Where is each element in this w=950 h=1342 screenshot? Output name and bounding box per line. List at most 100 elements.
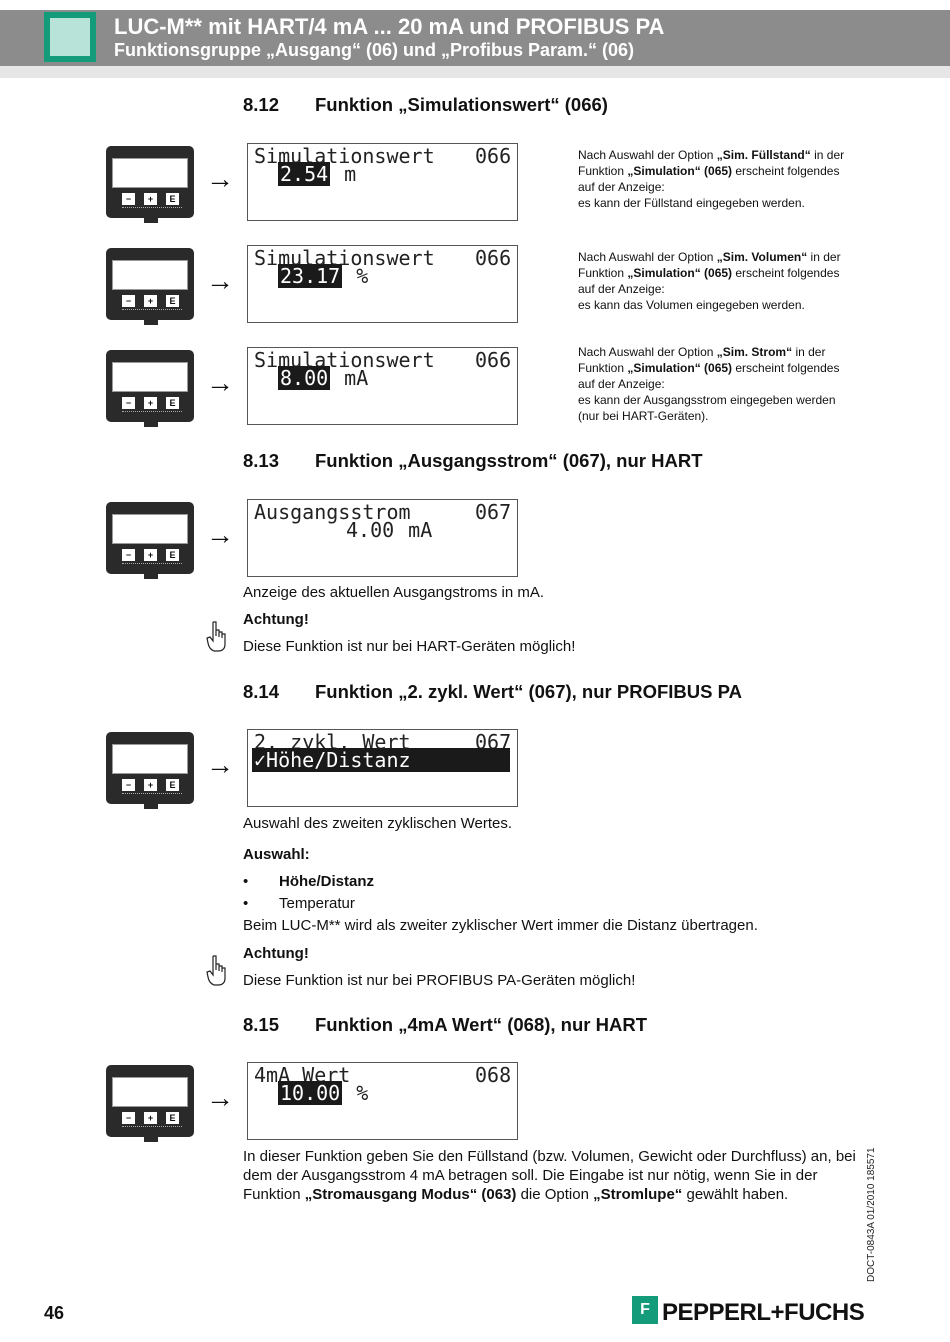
device-screen: [112, 158, 188, 188]
s814-intro: Auswahl des zweiten zyklischen Wertes.: [243, 815, 513, 832]
paragraph-text: die Option: [516, 1186, 594, 1203]
lcd-unit: mA: [408, 518, 433, 542]
plus-key: +: [144, 779, 157, 791]
section-title-8-14: 8.14 Funktion „2. zykl. Wert“ (067), nur …: [243, 681, 742, 703]
lcd-unit: %: [356, 1081, 369, 1105]
pointing-hand-icon: [206, 955, 226, 986]
section-number: 8.15: [243, 1014, 280, 1035]
desc-option: „Sim. Volumen“: [716, 250, 808, 264]
desc-text: es kann der Füllstand eingegeben werden.: [578, 196, 805, 210]
section-heading: Funktion „4mA Wert“ (068), nur HART: [315, 1014, 647, 1035]
lcd-value: 2.54: [278, 162, 331, 186]
plus-key: +: [144, 549, 157, 561]
plus-key: +: [144, 193, 157, 205]
lcd-unit: mA: [344, 366, 369, 390]
minus-key: −: [122, 193, 135, 205]
minus-key: −: [122, 779, 135, 791]
enter-key: E: [166, 779, 179, 791]
minus-key: −: [122, 397, 135, 409]
desc-text: in der Funktion: [578, 250, 841, 280]
paragraph-text: gewählt haben.: [682, 1186, 789, 1203]
plus-key: +: [144, 295, 157, 307]
arrow-right-icon: →: [206, 1082, 234, 1113]
desc-option: „Sim. Strom“: [716, 345, 793, 359]
header-band: [0, 10, 950, 66]
lcd-label: Ausgangsstrom: [254, 500, 411, 524]
enter-key: E: [166, 193, 179, 205]
caution-label: Achtung!: [243, 945, 309, 962]
key-legend: [122, 309, 182, 313]
paragraph-option: „Stromlupe“: [593, 1186, 683, 1203]
device-display-icon: − + E: [106, 350, 194, 427]
desc-text: in der Funktion: [578, 345, 826, 375]
arrow-right-icon: →: [206, 749, 234, 780]
section-heading: Funktion „2. zykl. Wert“ (067), nur PROF…: [315, 681, 742, 702]
desc-text: Nach Auswahl der Option: [578, 250, 717, 264]
option-label: Temperatur: [279, 895, 355, 912]
doc-title: LUC-M** mit HART/4 mA ... 20 mA und PROF…: [114, 14, 665, 39]
header-square-inner: [50, 18, 90, 56]
arrow-right-icon: →: [206, 367, 234, 398]
device-screen: [112, 260, 188, 290]
lcd-value: 4.00: [346, 518, 395, 542]
desc-function: „Simulation“ (065): [627, 164, 733, 178]
caution-note: Diese Funktion ist nur bei HART-Geräten …: [243, 638, 576, 655]
section-number: 8.14: [243, 681, 280, 702]
plus-key: +: [144, 397, 157, 409]
enter-key: E: [166, 295, 179, 307]
lcd-unit: %: [356, 264, 369, 288]
lcd-code: 067: [475, 500, 512, 524]
device-foot: [144, 574, 158, 579]
device-foot: [144, 218, 158, 223]
description-sim-volumen: Nach Auswahl der Option „Sim. Volumen“ i…: [578, 249, 858, 313]
brand-name: PEPPERL+FUCHS: [662, 1299, 865, 1326]
enter-key: E: [166, 1112, 179, 1124]
s814-remark: Beim LUC-M** wird als zweiter zyklischer…: [243, 917, 758, 934]
list-item: •Höhe/Distanz: [243, 872, 374, 891]
pointing-hand-icon: [206, 621, 226, 652]
section-number: 8.13: [243, 450, 280, 471]
device-foot: [144, 422, 158, 427]
device-display-icon: − + E: [106, 502, 194, 579]
s813-intro: Anzeige des aktuellen Ausgangstroms in m…: [243, 584, 545, 601]
desc-function: „Simulation“ (065): [627, 361, 733, 375]
key-legend: [122, 793, 182, 797]
device-display-icon: − + E: [106, 732, 194, 809]
list-item: • Temperatur: [243, 894, 355, 913]
key-legend: [122, 1126, 182, 1130]
device-foot: [144, 1137, 158, 1142]
caution-label: Achtung!: [243, 611, 309, 628]
option-label: Höhe/Distanz: [279, 873, 375, 890]
device-display-icon: − + E: [106, 248, 194, 325]
description-sim-strom: Nach Auswahl der Option „Sim. Strom“ in …: [578, 344, 858, 424]
lcd-selection: ✓Höhe/Distanz: [252, 748, 510, 772]
desc-text: erscheint folgendes auf der Anzeige:: [578, 361, 840, 391]
lcd-code: 066: [475, 348, 512, 372]
device-screen: [112, 1077, 188, 1107]
arrow-right-icon: →: [206, 519, 234, 550]
page-number: 46: [44, 1303, 65, 1323]
device-display-icon: − + E: [106, 1065, 194, 1142]
desc-text: Nach Auswahl der Option: [578, 345, 717, 359]
minus-key: −: [122, 549, 135, 561]
header-underline: [0, 66, 950, 78]
desc-text: Nach Auswahl der Option: [578, 148, 717, 162]
minus-key: −: [122, 1112, 135, 1124]
bullet-icon: •: [243, 895, 249, 912]
minus-key: −: [122, 295, 135, 307]
device-screen: [112, 514, 188, 544]
desc-text: in der Funktion: [578, 148, 845, 178]
lcd-code: 068: [475, 1063, 512, 1087]
section-number: 8.12: [243, 94, 280, 115]
desc-option: „Sim. Füllstand“: [716, 148, 811, 162]
device-foot: [144, 320, 158, 325]
paragraph-function: „Stromausgang Modus“ (063): [304, 1186, 517, 1203]
section-heading: Funktion „Ausgangsstrom“ (067), nur HART: [315, 450, 703, 471]
desc-text: erscheint folgendes auf der Anzeige:: [578, 164, 840, 194]
device-screen: [112, 362, 188, 392]
